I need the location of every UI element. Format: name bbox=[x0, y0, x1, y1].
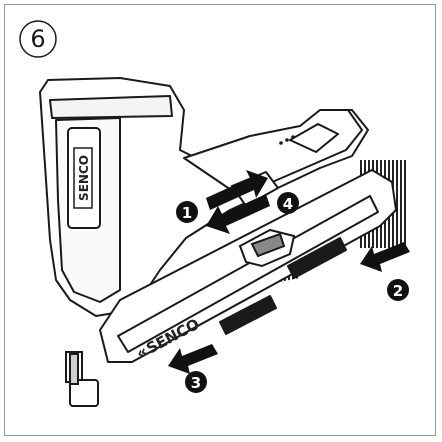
handle-brand-label: SENCO bbox=[73, 147, 93, 209]
arrow-3 bbox=[168, 344, 218, 374]
svg-text:2: 2 bbox=[393, 282, 403, 300]
callout-3: 3 bbox=[185, 371, 207, 393]
svg-text:SENCO: SENCO bbox=[77, 155, 91, 201]
step-number-badge: 6 bbox=[19, 20, 57, 58]
arrow-1 bbox=[206, 170, 268, 210]
nailer-body bbox=[39, 77, 369, 317]
svg-text:4: 4 bbox=[283, 195, 293, 213]
callout-2: 2 bbox=[387, 279, 409, 301]
callout-4: 4 bbox=[277, 192, 299, 214]
arrow-4 bbox=[206, 194, 270, 234]
magazine-pusher bbox=[238, 228, 296, 268]
step-number: 6 bbox=[30, 25, 45, 53]
nosepiece bbox=[65, 351, 99, 407]
magazine bbox=[99, 169, 397, 363]
svg-text:1: 1 bbox=[182, 204, 192, 222]
svg-text:3: 3 bbox=[191, 374, 201, 392]
arrow-2 bbox=[360, 242, 410, 272]
callout-1: 1 bbox=[176, 201, 198, 223]
